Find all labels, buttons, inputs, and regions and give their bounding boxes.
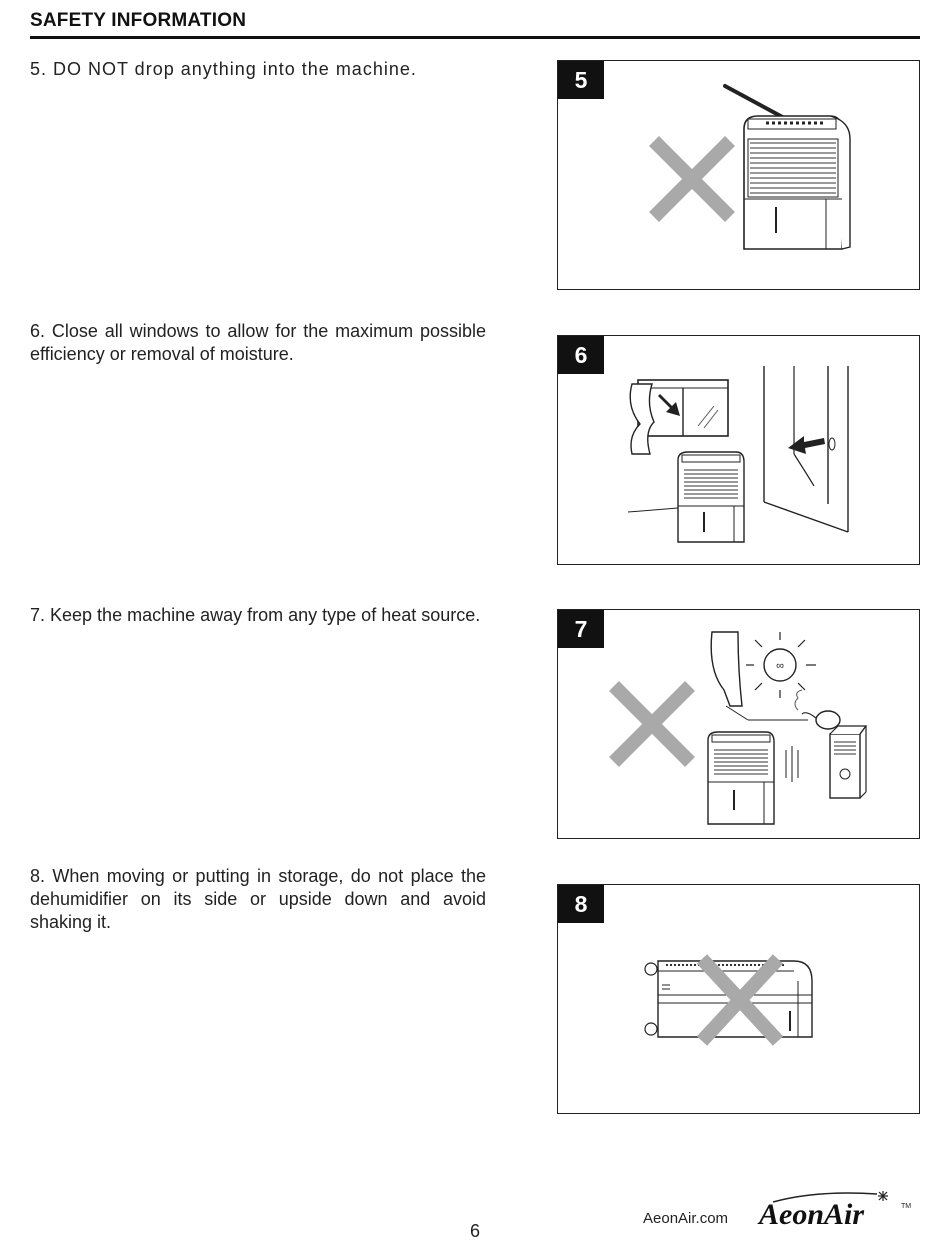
- instruction-5-text: 5. DO NOT drop anything into the machine…: [30, 59, 417, 79]
- website-link[interactable]: AeonAir.com: [643, 1210, 729, 1227]
- step-number-badge: 5: [558, 61, 604, 99]
- dehumidifier-object-drop-illustration: [649, 84, 851, 250]
- instruction-8-text: 8. When moving or putting in storage, do…: [30, 866, 486, 932]
- section-title: SAFETY INFORMATION: [30, 10, 247, 31]
- section-header: SAFETY INFORMATION: [30, 10, 920, 39]
- trademark-mark: TM: [901, 1203, 911, 1210]
- brand-logo: AeonAir TM: [757, 1188, 917, 1237]
- brand-logo-text: AeonAir: [757, 1198, 864, 1231]
- page-number: 6: [469, 1221, 480, 1241]
- step-number-badge: 6: [558, 336, 604, 374]
- illustration-panel-8: 8: [557, 884, 920, 1114]
- illustration-panel-7: ∞: [557, 609, 920, 839]
- unit-on-side-illustration: [644, 954, 813, 1046]
- heat-source-illustration: ∞: [609, 631, 868, 825]
- illustration-panel-5: 5: [557, 60, 920, 290]
- closed-windows-illustration: [627, 366, 849, 543]
- illustration-panel-6: 6: [557, 335, 920, 565]
- step-number-badge: 7: [558, 610, 604, 648]
- svg-text:∞: ∞: [776, 660, 784, 672]
- instruction-7-text: 7. Keep the machine away from any type o…: [30, 605, 481, 625]
- snowflake-icon: [878, 1191, 888, 1201]
- step-number-badge: 8: [558, 885, 604, 923]
- instruction-6-text: 6. Close all windows to allow for the ma…: [30, 321, 486, 364]
